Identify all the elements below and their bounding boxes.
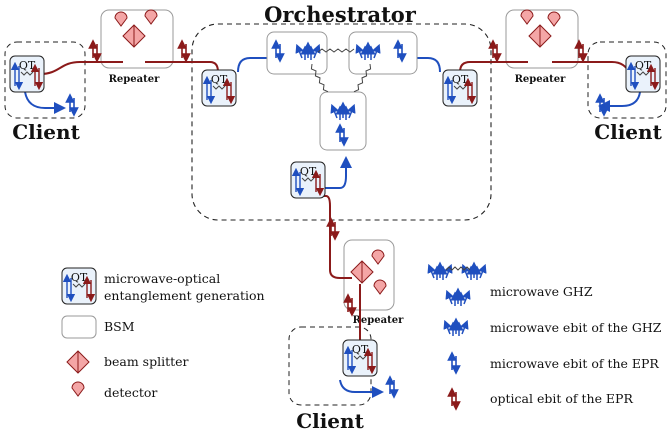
legend-ghz: microwave GHZ bbox=[490, 284, 593, 299]
qt-label: QT bbox=[211, 73, 228, 86]
microwave-link-left bbox=[24, 91, 66, 114]
client-left-region bbox=[4, 41, 86, 119]
beam-splitter-icon bbox=[350, 260, 374, 284]
bsm-box-icon bbox=[266, 31, 328, 75]
client-left-label: Client bbox=[12, 120, 80, 144]
microwave-link-orch-right bbox=[404, 52, 441, 73]
microwave-link-right bbox=[598, 91, 641, 112]
ghz-icon bbox=[430, 266, 484, 306]
detector-icon bbox=[144, 9, 158, 25]
qt-label: QT bbox=[71, 271, 88, 284]
repeater-right-box bbox=[505, 9, 579, 69]
microwave-link-orch-bottom bbox=[300, 156, 352, 189]
beam-splitter-icon bbox=[66, 350, 90, 374]
microwave-epr-arrow-icon bbox=[452, 356, 456, 370]
legend-epr-microwave: microwave ebit of the EPR bbox=[490, 356, 659, 371]
detector-icon bbox=[371, 249, 385, 265]
detector-icon bbox=[373, 279, 387, 295]
microwave-link-bottom bbox=[339, 379, 384, 398]
bsm-box-icon bbox=[319, 91, 367, 151]
legend-detector: detector bbox=[104, 385, 157, 400]
optical-epr-arrow-icon bbox=[331, 222, 335, 236]
detector-icon bbox=[547, 11, 561, 27]
qt-label: QT bbox=[452, 73, 469, 86]
repeater-bottom-box bbox=[343, 239, 395, 311]
microwave-epr-arrow-icon bbox=[70, 98, 74, 112]
optical-epr-arrow-icon bbox=[93, 44, 97, 58]
optical-epr-arrow-icon bbox=[452, 392, 456, 406]
ghz-wiggle bbox=[317, 48, 355, 53]
client-right-region bbox=[587, 41, 667, 119]
optical-epr-arrow-icon bbox=[579, 44, 583, 58]
legend-epr-optical: optical ebit of the EPR bbox=[490, 391, 633, 406]
legend-qt-line2: entanglement generation bbox=[104, 288, 265, 303]
repeater-right-label: Repeater bbox=[515, 74, 566, 85]
orchestrator-region bbox=[191, 23, 492, 221]
client-bottom-label: Client bbox=[296, 409, 364, 433]
client-right-label: Client bbox=[594, 120, 662, 144]
beam-splitter-icon bbox=[122, 24, 146, 48]
optical-epr-arrow-icon bbox=[182, 44, 186, 58]
bsm-box-icon bbox=[348, 31, 418, 75]
ghz-ebit-icon bbox=[446, 322, 466, 336]
legend-ghz-ebit: microwave ebit of the GHZ bbox=[490, 320, 662, 335]
repeater-bottom-label: Repeater bbox=[353, 315, 404, 326]
qt-label: QT bbox=[300, 165, 317, 178]
detector-icon bbox=[71, 381, 85, 397]
ghz-wiggle bbox=[310, 63, 329, 93]
detector-icon bbox=[520, 9, 534, 25]
repeater-left-label: Repeater bbox=[109, 74, 160, 85]
orchestrator-label: Orchestrator bbox=[264, 2, 417, 27]
qt-label: QT bbox=[352, 343, 369, 356]
optical-epr-arrow-icon bbox=[493, 44, 497, 58]
bsm-box-icon bbox=[61, 315, 97, 339]
microwave-link-orch-left bbox=[237, 52, 282, 73]
qt-label: QT bbox=[635, 59, 652, 72]
qt-label: QT bbox=[19, 59, 36, 72]
legend-qt-line1: microwave-optical bbox=[104, 271, 220, 286]
legend-bsm: BSM bbox=[104, 319, 135, 334]
beam-splitter-icon bbox=[528, 24, 552, 48]
detector-icon bbox=[114, 11, 128, 27]
repeater-left-box bbox=[100, 9, 174, 69]
microwave-epr-arrow-icon bbox=[600, 98, 604, 112]
ghz-wiggle bbox=[353, 63, 372, 93]
legend-beam-splitter: beam splitter bbox=[104, 354, 189, 369]
microwave-epr-arrow-icon bbox=[390, 380, 394, 394]
